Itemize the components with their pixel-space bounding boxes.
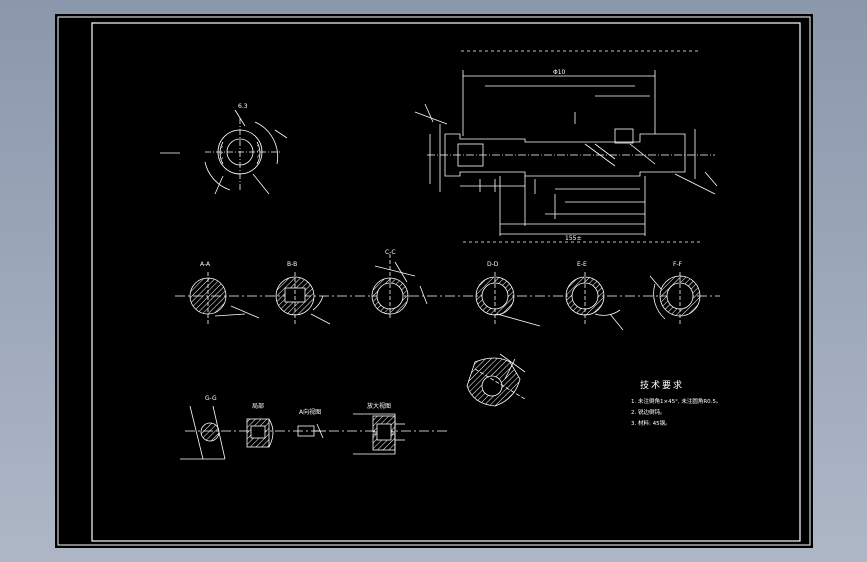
cad-drawing: Φ10 155± 6.3 A-A B-B C-C D-D E-E F-F G-G… <box>57 16 811 546</box>
outer-border <box>57 16 811 546</box>
front-top-dim: Φ10 <box>553 69 566 76</box>
shaft-front-view <box>414 50 718 243</box>
section-label-f: F-F <box>673 261 683 268</box>
technical-requirements: 技术要求 1. 未注倒角1×45°, 未注圆角R0.5。 2. 锐边倒钝。 3.… <box>631 379 721 427</box>
tech-req-item: 1. 未注倒角1×45°, 未注圆角R0.5。 <box>631 397 721 405</box>
section-label-d: D-D <box>487 261 499 268</box>
detail-view-center <box>466 353 526 407</box>
section-label-a: A-A <box>200 261 211 268</box>
roughness-mark: 6.3 <box>238 103 248 110</box>
section-label-b: B-B <box>287 261 297 268</box>
end-view-top-left <box>160 109 288 195</box>
bottom-detail-row <box>180 405 450 460</box>
tech-req-item: 3. 材料: 45钢。 <box>631 419 671 427</box>
tech-req-item: 2. 锐边倒钝。 <box>631 408 666 416</box>
section-label-c: C-C <box>385 249 396 256</box>
drawing-sheet: Φ10 155± 6.3 A-A B-B C-C D-D E-E F-F G-G… <box>55 14 813 548</box>
detail-label-g: G-G <box>205 395 217 402</box>
detail-label-part: 局部 <box>252 402 264 410</box>
section-label-e: E-E <box>577 261 587 268</box>
tech-req-title: 技术要求 <box>640 379 684 391</box>
detail-label-direction: A向视图 <box>299 408 321 416</box>
detail-label-enlarged: 放大视图 <box>367 402 391 410</box>
inner-border <box>91 22 801 542</box>
section-row <box>175 254 720 331</box>
overall-length-dim: 155± <box>565 235 581 242</box>
